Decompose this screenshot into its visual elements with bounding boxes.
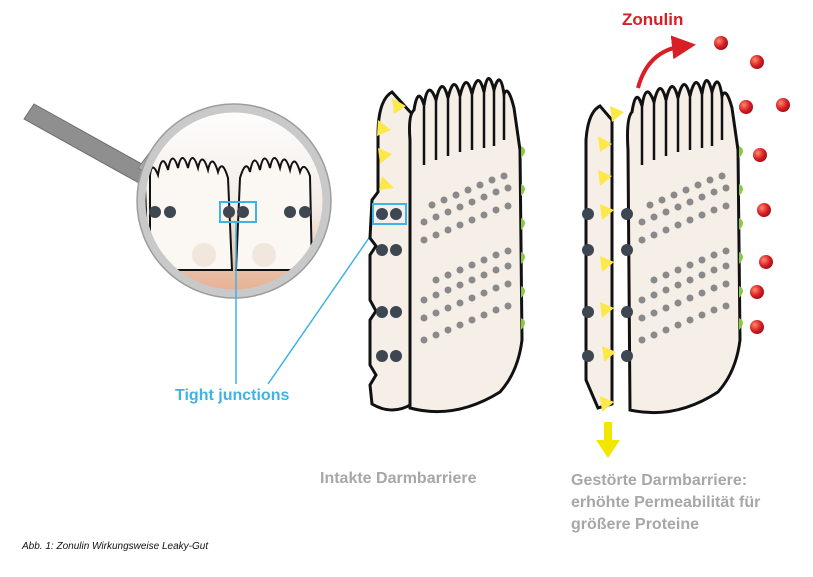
tight-junctions-label: Tight junctions bbox=[175, 387, 290, 404]
intact-barrier-label: Intakte Darmbarriere bbox=[320, 470, 477, 487]
zonulin-molecules bbox=[714, 36, 790, 334]
disturbed-front-cells bbox=[626, 79, 742, 415]
intact-barrier-illustration bbox=[368, 77, 525, 414]
disturbed-receptors bbox=[739, 146, 743, 330]
curved-arrow-icon bbox=[636, 35, 696, 89]
disturbed-barrier-line-3: größere Proteine bbox=[571, 516, 700, 533]
intact-front-cells bbox=[408, 77, 524, 414]
disturbed-yellow-arrows bbox=[598, 106, 624, 412]
intact-junction-highlight bbox=[372, 203, 407, 225]
arrow-down-icon bbox=[596, 422, 620, 458]
disturbed-back-cells bbox=[584, 104, 614, 410]
magnifier bbox=[23, 103, 332, 299]
intact-tight-junctions bbox=[376, 208, 402, 362]
disturbed-barrier-line-2: erhöhte Permeabilität für bbox=[571, 494, 761, 511]
tight-junction-pointers bbox=[235, 221, 381, 385]
disturbed-barrier-label: Gestörte Darmbarriere: erhöhte Permeabil… bbox=[571, 470, 760, 536]
intact-receptors bbox=[521, 146, 525, 330]
intact-yellow-arrows bbox=[377, 98, 406, 190]
disturbed-barrier-illustration bbox=[582, 35, 790, 458]
zonulin-label: Zonulin bbox=[622, 10, 684, 29]
figure-caption: Abb. 1: Zonulin Wirkungsweise Leaky-Gut bbox=[22, 541, 209, 552]
lens-junction-highlight bbox=[219, 201, 257, 223]
intact-nuclei bbox=[420, 172, 512, 344]
disturbed-nuclei bbox=[638, 172, 730, 344]
disturbed-tight-junctions bbox=[582, 208, 633, 362]
disturbed-barrier-line-1: Gestörte Darmbarriere: bbox=[571, 472, 748, 489]
magnifier-lens-content bbox=[141, 108, 327, 294]
